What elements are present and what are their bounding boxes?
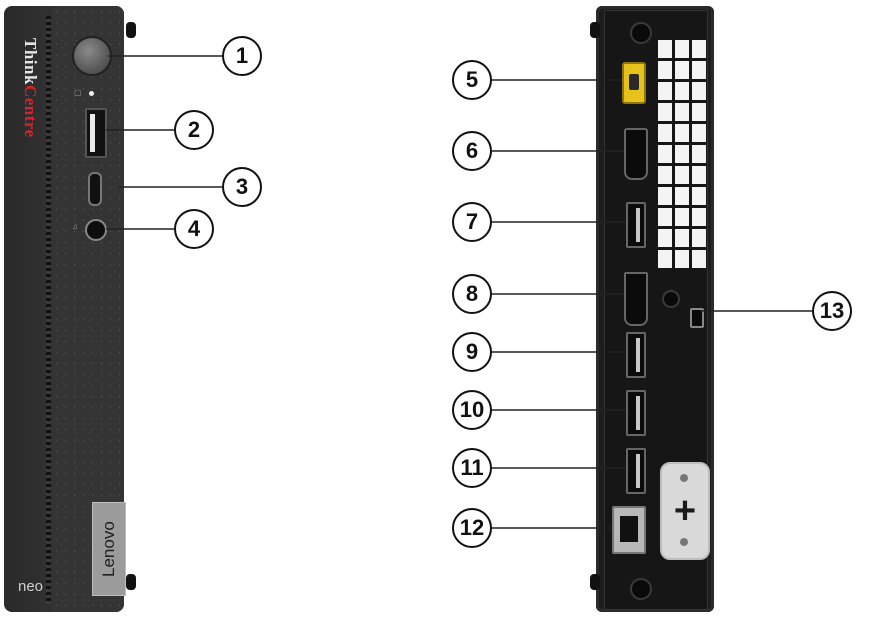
callout-6: 6 — [452, 131, 492, 171]
front-usb-c — [88, 172, 102, 206]
callout-7: 7 — [452, 202, 492, 242]
power-led — [89, 91, 94, 96]
rear-usb-a-4 — [626, 448, 646, 494]
callout-8: 8 — [452, 274, 492, 314]
audio-jack — [85, 219, 107, 241]
bottom-screw — [630, 578, 652, 600]
headset-icon: ♫ — [72, 222, 78, 231]
rear-foot-top — [590, 22, 600, 38]
callout-3: 3 — [222, 167, 262, 207]
displayport — [624, 128, 648, 180]
front-foot-bottom — [126, 574, 136, 590]
thinkcentre-logo: ThinkCentre — [14, 38, 40, 148]
front-usb-a — [85, 108, 107, 158]
front-vent — [46, 16, 51, 604]
callout-4: 4 — [174, 209, 214, 249]
model-label: neo — [18, 578, 44, 595]
rear-usb-a-3 — [626, 390, 646, 436]
callout-11: 11 — [452, 448, 492, 488]
rear-foot-bottom — [590, 574, 600, 590]
callout-2: 2 — [174, 110, 214, 150]
security-lock-slot — [690, 308, 704, 328]
callout-12: 12 — [452, 508, 492, 548]
callout-5: 5 — [452, 60, 492, 100]
front-foot-top — [126, 22, 136, 38]
plus-icon: + — [673, 489, 697, 532]
rear-usb-a-2 — [626, 332, 646, 378]
brand-think-text: Think — [21, 38, 40, 85]
ethernet — [612, 506, 646, 554]
cover-hole-top — [680, 474, 688, 482]
callout-1: 1 — [222, 36, 262, 76]
drive-activity-icon: ▢ — [74, 88, 82, 97]
power-button — [72, 36, 112, 76]
front-unit: ThinkCentre neo Lenovo — [4, 6, 126, 612]
callout-13: 13 — [812, 291, 852, 331]
lenovo-badge-text: Lenovo — [99, 521, 118, 577]
rear-vent-grille — [658, 40, 706, 280]
rear-usb-a-1 — [626, 202, 646, 248]
callout-10: 10 — [452, 390, 492, 430]
brand-centre-text: Centre — [21, 84, 40, 138]
front-panel — [52, 6, 124, 612]
cover-hole-bottom — [680, 538, 688, 546]
middle-screw — [662, 290, 680, 308]
power-connector — [622, 62, 646, 104]
optional-port-cover: + — [660, 462, 710, 560]
hdmi — [624, 272, 648, 326]
lenovo-badge: Lenovo — [92, 502, 126, 596]
top-screw — [630, 22, 652, 44]
callout-9: 9 — [452, 332, 492, 372]
